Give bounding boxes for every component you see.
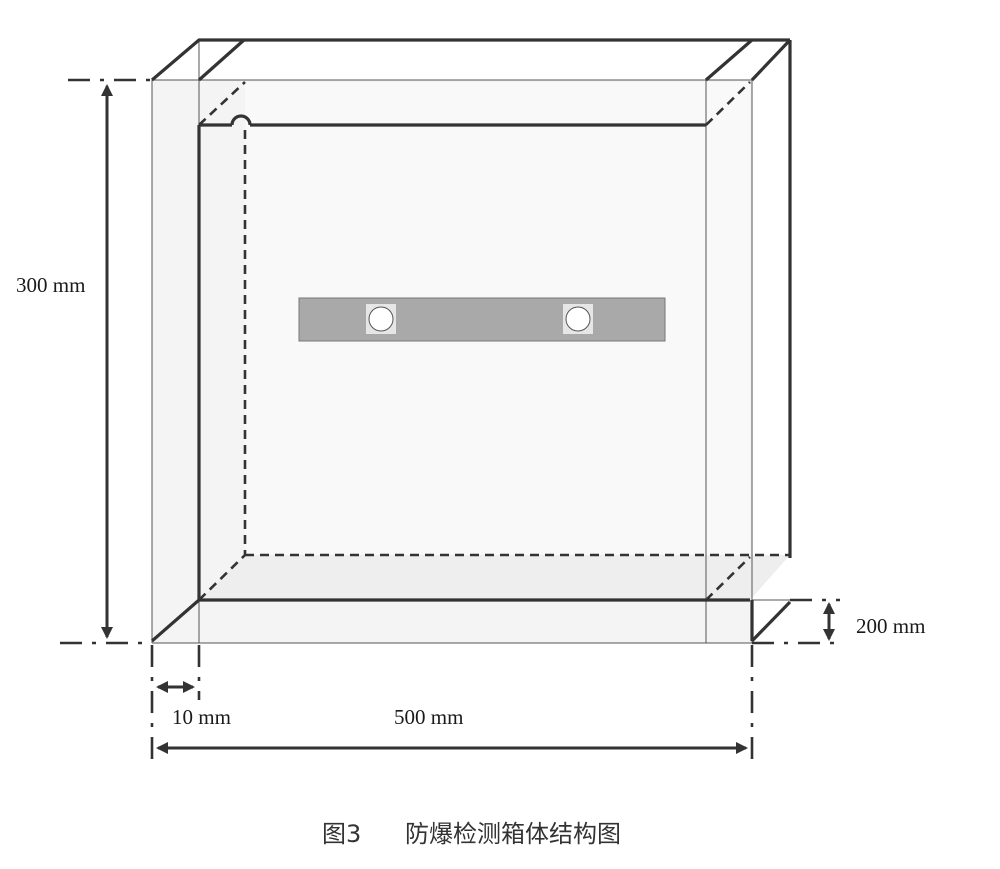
height-label: 300 mm <box>16 273 85 297</box>
sensor-plate <box>298 297 666 342</box>
width-dimensions: 10 mm 500 mm <box>150 645 754 765</box>
top-back-edge <box>150 38 790 82</box>
height-dimension: 300 mm <box>16 78 152 645</box>
right-top-front-diagonal <box>750 38 792 82</box>
depth-label: 200 mm <box>856 614 925 638</box>
sensor-hole-right <box>565 306 591 332</box>
right-top-diagonal <box>704 38 754 82</box>
sensor-hole-left <box>368 306 394 332</box>
bottom-floor-fill <box>200 555 790 600</box>
hidden-bottom-right-diagonal <box>705 556 751 601</box>
figure-title: 防爆检测箱体结构图 <box>405 820 621 848</box>
left-top-diagonal <box>197 38 246 82</box>
thickness-label: 10 mm <box>172 705 231 729</box>
figure-number: 图3 <box>322 820 361 848</box>
sensor-bar <box>298 297 666 342</box>
bottom-left-diagonal <box>150 598 201 643</box>
hidden-top-left-diagonal <box>198 81 246 126</box>
hidden-bottom-left-diagonal <box>198 554 246 601</box>
bottom-right-diagonal <box>750 600 792 643</box>
figure-caption: 图3 防爆检测箱体结构图 <box>322 820 621 848</box>
front-top-notch <box>230 114 252 126</box>
hidden-top-right-diagonal <box>705 81 751 126</box>
depth-dimension: 200 mm <box>752 598 925 645</box>
width-label: 500 mm <box>394 705 463 729</box>
